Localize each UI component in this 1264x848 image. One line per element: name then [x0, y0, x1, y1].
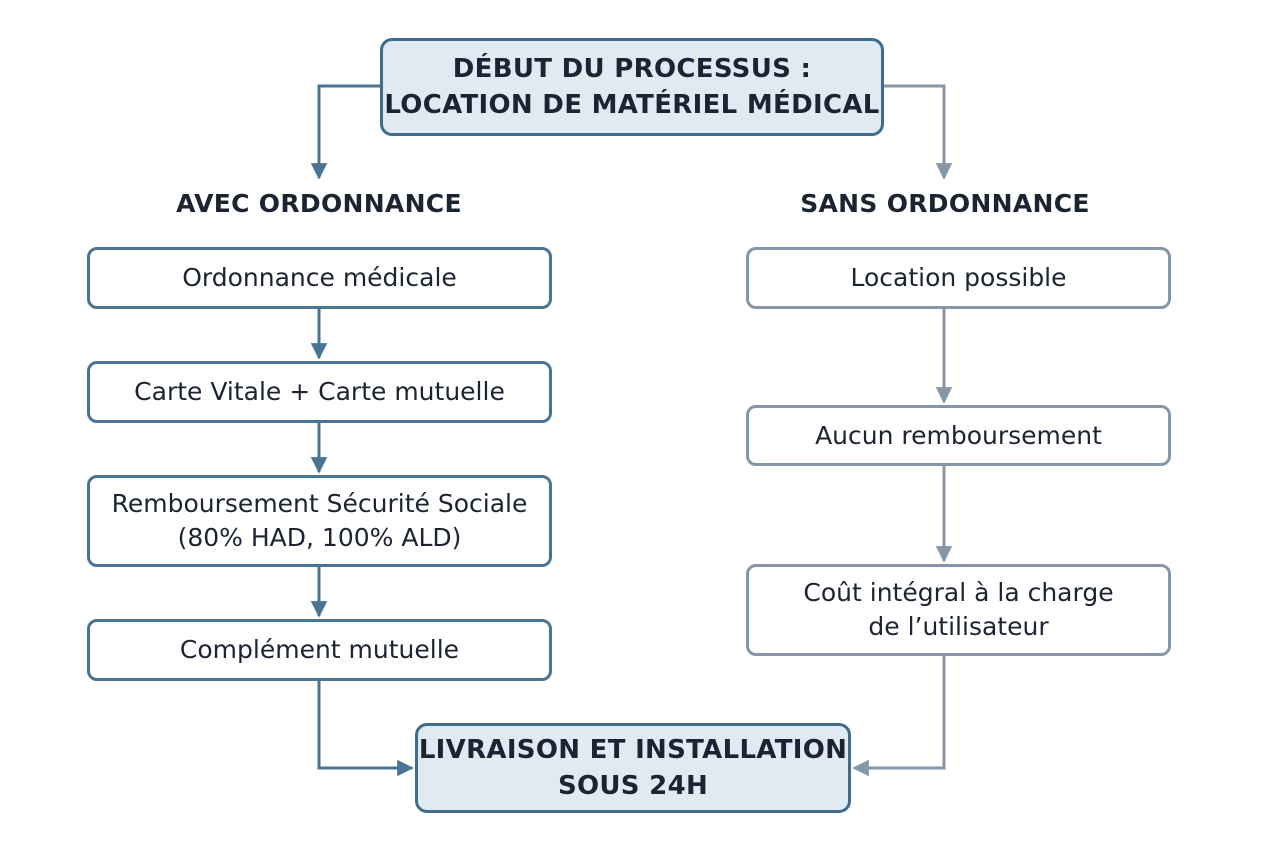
end-line-2: SOUS 24H: [557, 771, 709, 801]
left-step-remboursement-securite-sociale: Remboursement Sécurité Sociale (80% HAD,…: [87, 475, 552, 567]
arrow-start-to-right-branch: [884, 84, 953, 180]
left-step-4-line-1: Complément mutuelle: [179, 635, 460, 664]
start-line-2: LOCATION DE MATÉRIEL MÉDICAL: [384, 90, 880, 120]
left-step-3-line-2: (80% HAD, 100% ALD): [177, 523, 462, 552]
end-line-1: LIVRAISON ET INSTALLATION: [418, 735, 848, 765]
right-step-2-line-1: Aucun remboursement: [815, 420, 1102, 450]
start-line-1: DÉBUT DU PROCESSUS :: [452, 54, 812, 84]
start-node: DÉBUT DU PROCESSUS : LOCATION DE MATÉRIE…: [380, 38, 884, 136]
left-branch-label: AVEC ORDONNANCE: [176, 189, 462, 218]
left-step-ordonnance-medicale: Ordonnance médicale: [87, 247, 552, 309]
right-step-3-line-2: de l’utilisateur: [868, 612, 1049, 641]
right-step-cout-integral: Coût intégral à la charge de l’utilisate…: [746, 564, 1171, 656]
arrow-left-step-4-to-end: [317, 681, 414, 777]
left-step-3-line-1: Remboursement Sécurité Sociale: [111, 489, 528, 518]
left-step-complement-mutuelle: Complément mutuelle: [87, 619, 552, 681]
left-step-1-line-1: Ordonnance médicale: [182, 263, 457, 292]
right-step-aucun-remboursement: Aucun remboursement: [746, 405, 1171, 466]
right-step-1-line-1: Location possible: [850, 263, 1067, 292]
left-step-2-line-1: Carte Vitale + Carte mutuelle: [134, 377, 505, 406]
right-step-location-possible: Location possible: [746, 247, 1171, 309]
right-step-3-line-1: Coût intégral à la charge: [803, 578, 1114, 607]
right-branch-label: SANS ORDONNANCE: [800, 189, 1090, 218]
left-step-carte-vitale: Carte Vitale + Carte mutuelle: [87, 361, 552, 423]
end-node: LIVRAISON ET INSTALLATION SOUS 24H: [415, 723, 851, 813]
arrow-right-step-3-to-end: [852, 656, 946, 777]
arrow-start-to-left-branch: [310, 84, 380, 180]
